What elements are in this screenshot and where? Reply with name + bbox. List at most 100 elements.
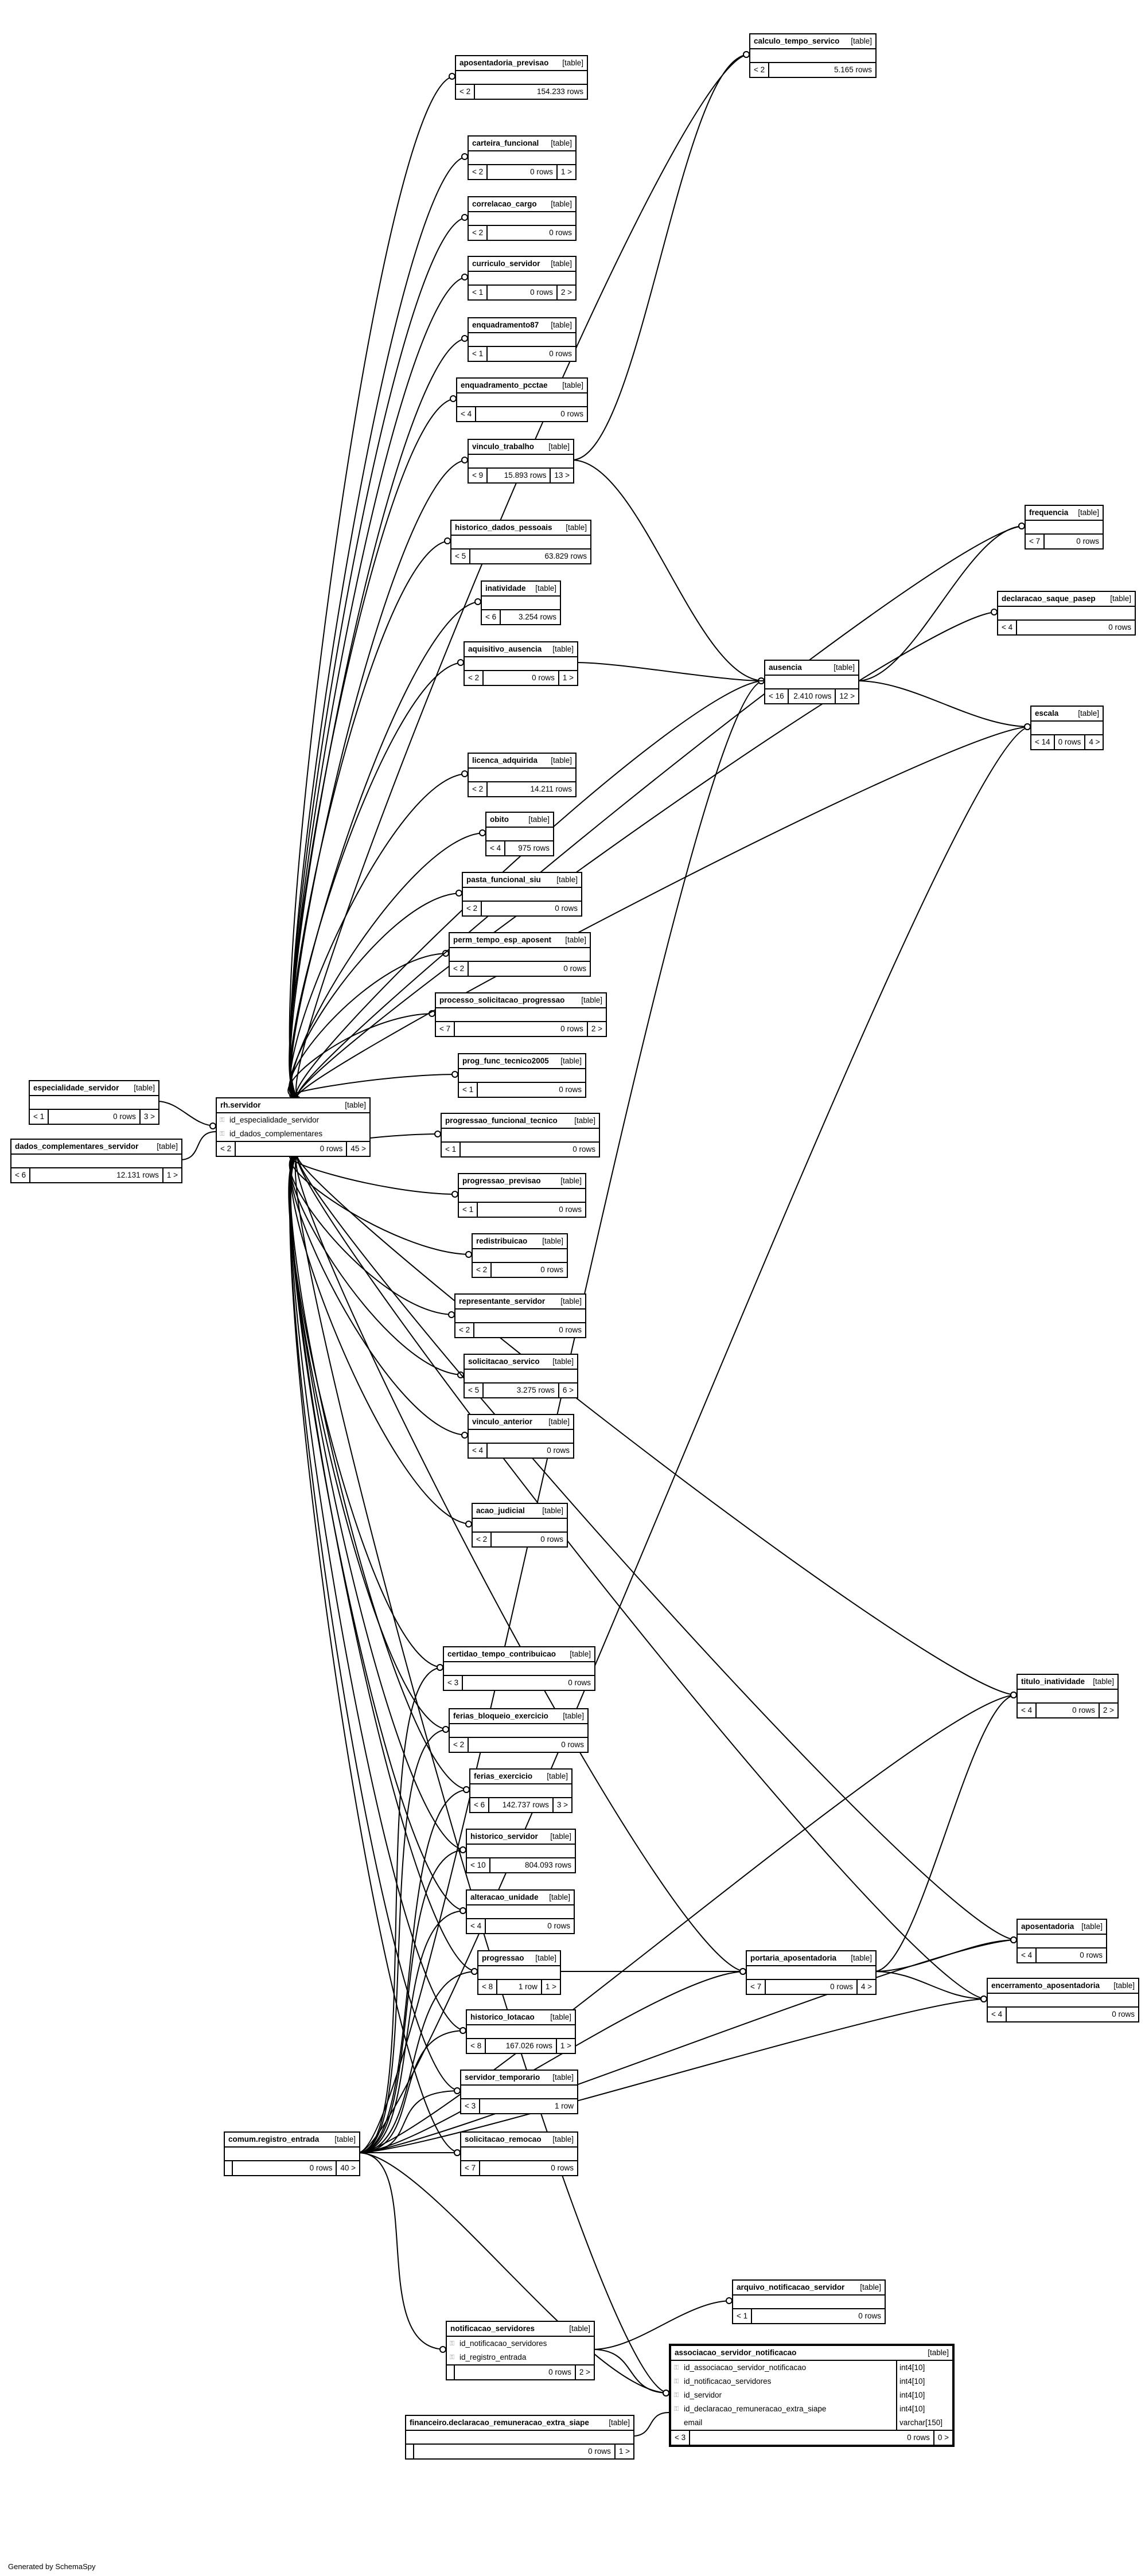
table-name[interactable]: perm_tempo_esp_aposent xyxy=(453,936,552,944)
parent-count[interactable]: < 1 xyxy=(445,1145,457,1153)
table-name[interactable]: ferias_exercicio xyxy=(474,1772,533,1780)
child-count[interactable]: 4 > xyxy=(856,1980,875,1994)
child-count[interactable]: 3 > xyxy=(139,1110,158,1124)
table-name[interactable]: vinculo_anterior xyxy=(472,1417,533,1426)
parent-count[interactable]: < 1 xyxy=(462,1205,474,1214)
table-name[interactable]: especialidade_servidor xyxy=(33,1084,119,1092)
parent-count[interactable]: < 2 xyxy=(220,1144,232,1153)
table-processo-solicitacao-progressao[interactable]: processo_solicitacao_progressao[table]< … xyxy=(435,992,607,1037)
table-financeiro-declaracao-remuneracao-extra-siape[interactable]: financeiro.declaracao_remuneracao_extra_… xyxy=(405,2415,634,2460)
child-count[interactable]: 4 > xyxy=(1084,735,1103,749)
parent-count[interactable]: < 4 xyxy=(470,1922,482,1930)
parent-count[interactable]: < 10 xyxy=(470,1861,486,1869)
table-name[interactable]: notificacao_servidores xyxy=(450,2324,535,2333)
parent-count[interactable]: < 4 xyxy=(1021,1706,1033,1714)
table-name[interactable]: aposentadoria_previsao xyxy=(459,59,549,67)
parent-count[interactable]: < 8 xyxy=(470,2041,482,2050)
table-name[interactable]: historico_servidor xyxy=(470,1832,538,1841)
table-name[interactable]: certidao_tempo_contribuicao xyxy=(447,1650,556,1658)
table-name[interactable]: ausencia xyxy=(769,663,802,672)
child-count[interactable]: 40 > xyxy=(336,2161,359,2175)
parent-count[interactable]: < 7 xyxy=(1029,537,1041,545)
parent-count[interactable]: < 7 xyxy=(750,1982,762,1991)
parent-count[interactable]: < 2 xyxy=(472,167,484,176)
parent-count[interactable]: < 4 xyxy=(461,410,472,418)
child-count[interactable]: 2 > xyxy=(556,286,575,299)
table-name[interactable]: vinculo_trabalho xyxy=(472,442,535,451)
table-name[interactable]: solicitacao_remocao xyxy=(465,2135,542,2144)
child-count[interactable]: 1 > xyxy=(614,2445,633,2458)
child-count[interactable]: 12 > xyxy=(835,689,858,703)
child-count[interactable]: 0 > xyxy=(933,2431,952,2445)
parent-count[interactable]: < 2 xyxy=(466,904,478,913)
parent-count[interactable]: < 4 xyxy=(1002,623,1013,632)
table-name[interactable]: declaracao_saque_pasep xyxy=(1002,594,1096,603)
table-name[interactable]: correlacao_cargo xyxy=(472,200,537,208)
table-name[interactable]: acao_judicial xyxy=(476,1506,525,1515)
table-notificacao-servidores[interactable]: notificacao_servidores[table]⚿id_notific… xyxy=(446,2321,595,2380)
table-name[interactable]: redistribuicao xyxy=(476,1237,528,1245)
table-associacao-servidor-notificacao[interactable]: associacao_servidor_notificacao[table]⚿i… xyxy=(669,2344,955,2447)
table-name[interactable]: carteira_funcional xyxy=(472,139,539,147)
parent-count[interactable]: < 4 xyxy=(1021,1951,1033,1959)
child-count[interactable]: 13 > xyxy=(550,469,573,482)
table-name[interactable]: pasta_funcional_siu xyxy=(466,875,541,884)
table-name[interactable]: progressao_funcional_tecnico xyxy=(445,1116,558,1125)
parent-count[interactable]: < 2 xyxy=(754,65,765,74)
parent-count[interactable]: < 1 xyxy=(33,1112,45,1121)
column-row[interactable]: ⚿id_especialidade_servidor xyxy=(217,1113,369,1127)
parent-count[interactable]: < 14 xyxy=(1035,738,1050,746)
table-name[interactable]: curriculo_servidor xyxy=(472,259,540,268)
parent-count[interactable]: < 2 xyxy=(453,1740,465,1749)
table-name[interactable]: obito xyxy=(490,815,509,824)
table-name[interactable]: arquivo_notificacao_servidor xyxy=(737,2283,845,2291)
parent-count[interactable]: < 4 xyxy=(472,1446,484,1455)
parent-count[interactable]: < 1 xyxy=(472,349,484,358)
child-count[interactable]: 6 > xyxy=(558,1384,577,1397)
child-count[interactable]: 3 > xyxy=(552,1798,571,1812)
table-name[interactable]: calculo_tempo_servico xyxy=(754,37,840,45)
table-name[interactable]: portaria_aposentadoria xyxy=(750,1954,837,1962)
child-count[interactable]: 2 > xyxy=(586,1022,606,1036)
parent-count[interactable]: < 5 xyxy=(455,552,466,560)
table-name[interactable]: aposentadoria xyxy=(1021,1922,1074,1931)
parent-count[interactable]: < 2 xyxy=(476,1265,488,1274)
column-row[interactable]: ⚿id_registro_entrada xyxy=(447,2351,594,2364)
table-name[interactable]: licenca_adquirida xyxy=(472,756,538,765)
table-name[interactable]: historico_dados_pessoais xyxy=(455,523,552,532)
table-name[interactable]: enquadramento_pcctae xyxy=(461,381,548,389)
parent-count[interactable]: < 9 xyxy=(472,471,484,480)
child-count[interactable]: 1 > xyxy=(558,671,577,685)
table-name[interactable]: prog_func_tecnico2005 xyxy=(462,1057,549,1065)
table-name[interactable]: progressao xyxy=(482,1954,524,1962)
table-name[interactable]: frequencia xyxy=(1029,508,1069,517)
column-row[interactable]: ⚿id_dados_complementares xyxy=(217,1127,369,1141)
